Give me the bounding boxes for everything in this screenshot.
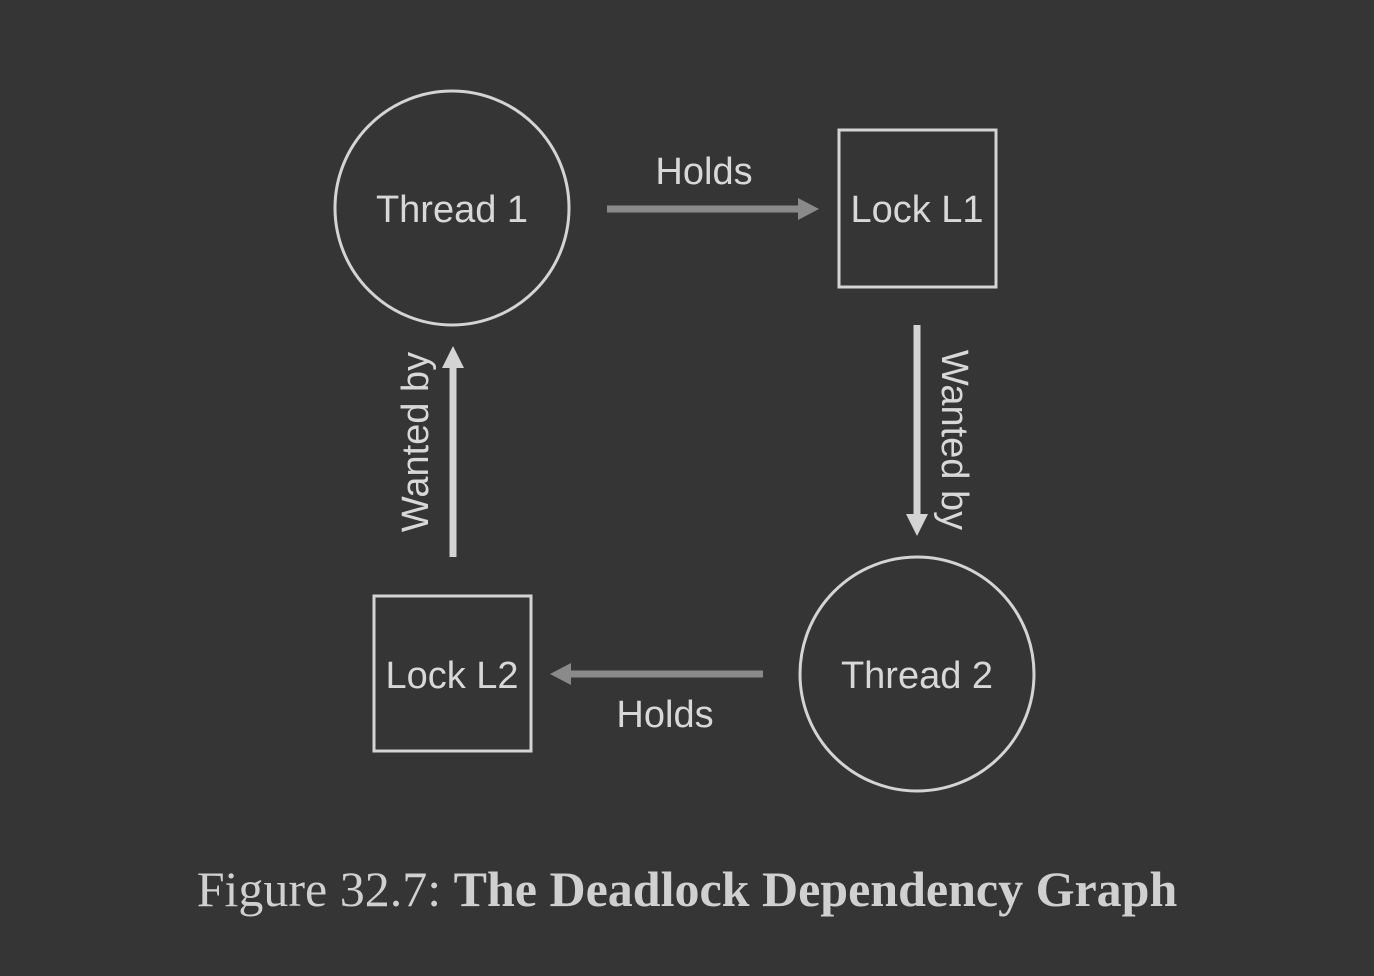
wanted-arrow-left-head <box>442 346 464 368</box>
thread-2-circle <box>798 555 1036 793</box>
wanted-arrow-right-head <box>906 514 928 536</box>
lock-l2-box <box>372 594 533 753</box>
holds-arrow-top: Holds <box>607 151 819 220</box>
lock-l2-label: Lock L2 <box>385 655 518 697</box>
holds-label-bottom: Holds <box>616 694 713 736</box>
lock-l2-node: Lock L2 <box>372 594 533 753</box>
holds-label-top: Holds <box>655 151 752 193</box>
figure-caption-title: The Deadlock Dependency Graph <box>453 861 1178 917</box>
lock-l1-node: Lock L1 <box>837 128 998 289</box>
thread-1-node: Thread 1 <box>333 89 571 327</box>
thread-1-circle <box>333 89 571 327</box>
lock-l1-box <box>837 128 998 289</box>
thread-2-label: Thread 2 <box>841 655 993 697</box>
wanted-arrow-left: Wanted by <box>395 346 464 557</box>
figure-caption: Figure 32.7: The Deadlock Dependency Gra… <box>0 860 1374 918</box>
holds-arrow-top-head <box>798 198 819 220</box>
figure-caption-prefix: Figure 32.7: <box>196 861 442 917</box>
wanted-label-right: Wanted by <box>933 350 975 530</box>
holds-arrow-bottom-head <box>550 663 571 685</box>
thread-1-label: Thread 1 <box>376 189 528 231</box>
holds-arrow-bottom: Holds <box>550 663 763 736</box>
thread-2-node: Thread 2 <box>798 555 1036 793</box>
wanted-label-left: Wanted by <box>395 352 437 532</box>
lock-l1-label: Lock L1 <box>850 189 983 231</box>
wanted-arrow-right: Wanted by <box>906 325 975 536</box>
